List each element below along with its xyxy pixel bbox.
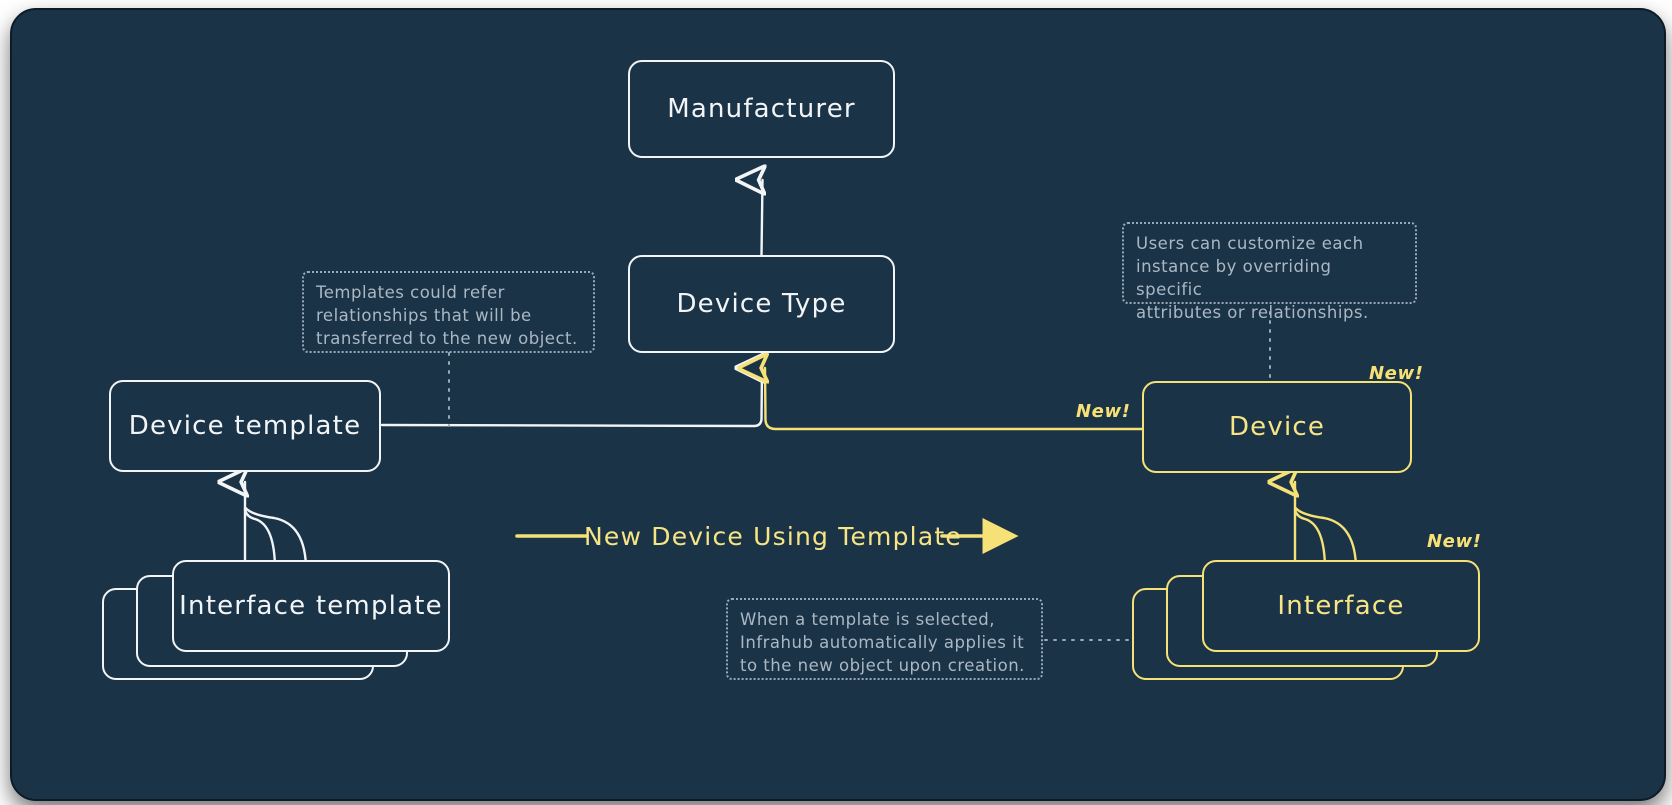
node-interface[interactable]: Interface: [1202, 560, 1480, 652]
node-device-template-label: Device template: [128, 411, 362, 441]
node-manufacturer-label: Manufacturer: [667, 94, 856, 124]
badge-new-interface-corner: New!: [1427, 531, 1482, 552]
node-device-type-label: Device Type: [676, 289, 847, 319]
edge-devicetype-manufacturer: [762, 180, 763, 257]
note-templates-refer: Templates could refer relationships that…: [302, 271, 595, 353]
note-users-customize: Users can customize each instance by ove…: [1122, 222, 1417, 322]
edge-device-devicetype: [765, 368, 1144, 431]
transition-label: New Device Using Template: [584, 522, 962, 551]
node-interface-label: Interface: [1277, 591, 1405, 621]
badge-new-device-corner: New!: [1369, 363, 1424, 384]
node-interface-template[interactable]: Interface template: [172, 560, 450, 652]
connector-layer: [12, 10, 1358, 641]
diagram-canvas: Manufacturer Device Type Device template…: [10, 8, 1666, 801]
node-manufacturer[interactable]: Manufacturer: [628, 60, 895, 158]
node-device-type[interactable]: Device Type: [628, 255, 895, 353]
note-auto-apply: When a template is selected, Infrahub au…: [726, 598, 1043, 680]
node-device[interactable]: Device: [1142, 381, 1412, 473]
node-device-label: Device: [1228, 412, 1326, 442]
edge-interfacetemplate-devicetemplate: [245, 482, 308, 572]
node-device-template[interactable]: Device template: [109, 380, 381, 472]
badge-new-device-edge: New!: [1076, 401, 1131, 422]
edge-devicetemplate-devicetype: [380, 368, 762, 428]
node-interface-template-label: Interface template: [179, 591, 443, 621]
edge-interface-device: [1295, 482, 1358, 572]
